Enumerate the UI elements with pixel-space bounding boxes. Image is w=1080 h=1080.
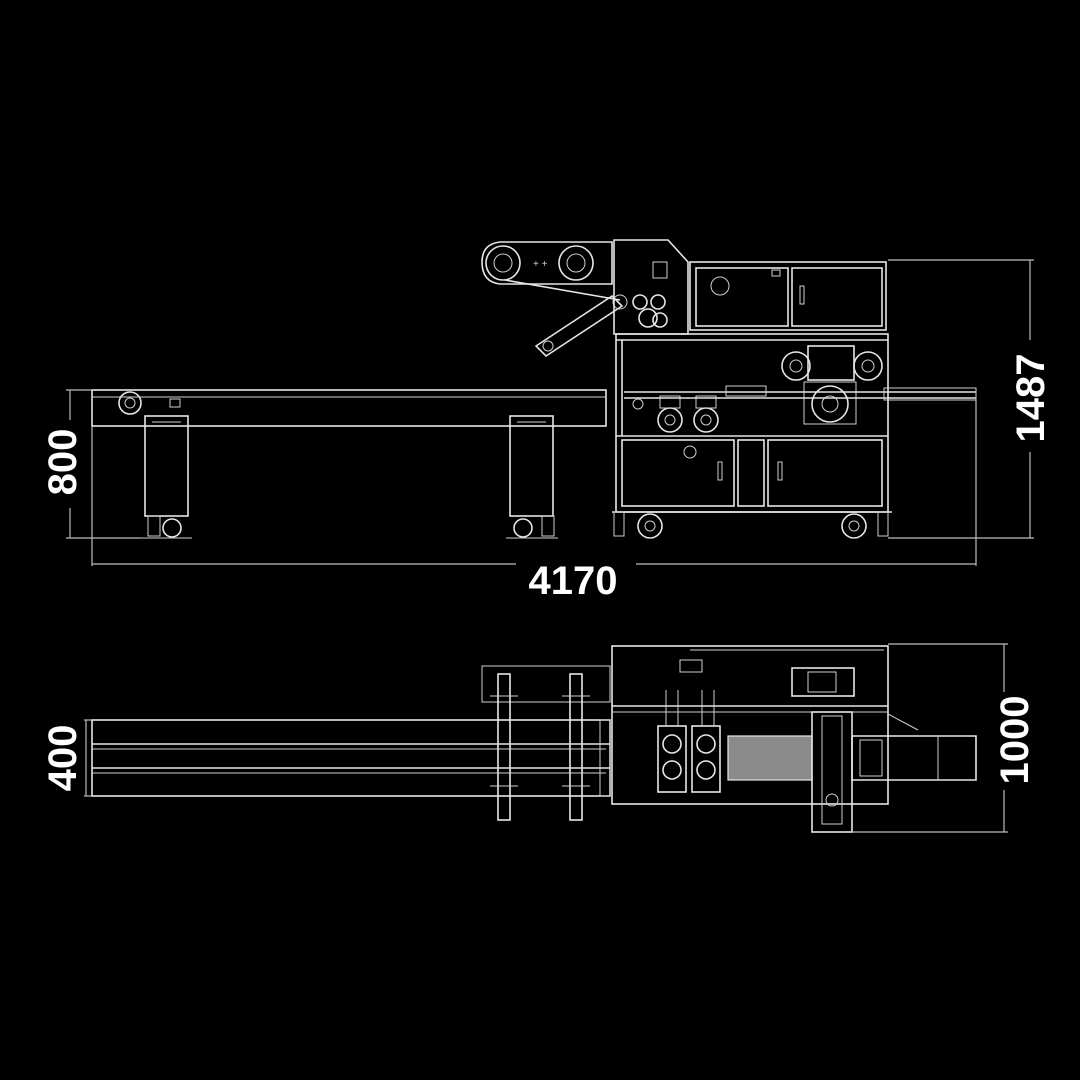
dimension-label-conveyor-height: 800 [41,429,85,496]
infeed-conveyor-side [91,389,607,539]
plan-view [91,645,977,833]
dimension-label-conveyor-width: 400 [41,725,85,792]
film-unwind-arm: + + [481,241,628,358]
film-feed-tower [613,239,689,335]
infeed-conveyor-plan [91,665,611,821]
machine-main-body [612,333,977,539]
dimension-label-length: 4170 [529,559,618,603]
dimension-label-machine-depth: 1000 [993,696,1037,785]
plan-dimension-lines [84,643,1008,833]
side-dimension-lines [66,259,1034,566]
side-elevation-view: + + [91,239,977,539]
svg-text:+ +: + + [533,259,548,270]
machine-plan [611,645,977,833]
dimension-label-machine-height: 1487 [1009,354,1053,443]
control-cabinet [689,261,887,331]
